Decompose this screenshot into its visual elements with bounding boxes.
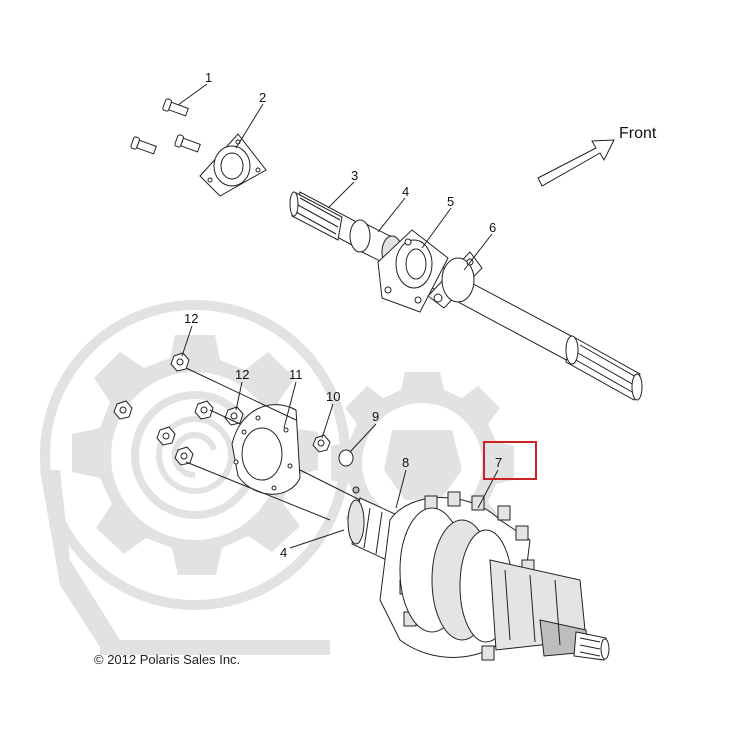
part-1-bolts — [130, 98, 201, 155]
front-arrow-icon — [537, 139, 615, 187]
part-7-secondary-clutch — [379, 491, 610, 661]
assembly-guide-lines — [185, 367, 361, 521]
callout-6[interactable]: 6 — [489, 220, 496, 235]
part-11-flange-plate — [231, 404, 301, 495]
callout-10[interactable]: 10 — [326, 389, 340, 404]
callout-7[interactable]: 7 — [495, 455, 502, 470]
part-2-flange-gasket — [199, 133, 267, 197]
callout-8[interactable]: 8 — [402, 455, 409, 470]
callout-12-lower[interactable]: 12 — [235, 367, 249, 382]
callout-5[interactable]: 5 — [447, 194, 454, 209]
copyright-notice: © 2012 Polaris Sales Inc. — [94, 652, 240, 667]
callout-4-lower[interactable]: 4 — [280, 545, 287, 560]
callout-leaders — [177, 83, 499, 549]
callout-7-highlight-box[interactable] — [483, 441, 537, 480]
part-12-nuts — [113, 352, 244, 466]
callout-4-upper[interactable]: 4 — [402, 184, 409, 199]
callout-3[interactable]: 3 — [351, 168, 358, 183]
watermark-large-gear — [40, 300, 350, 655]
part-5-bearing-flange — [377, 229, 449, 313]
callout-9[interactable]: 9 — [372, 409, 379, 424]
part-6-flange-gasket — [427, 251, 483, 309]
front-label: Front — [619, 125, 657, 142]
callout-1[interactable]: 1 — [205, 70, 212, 85]
callout-11[interactable]: 11 — [289, 367, 303, 382]
part-9-plug — [338, 449, 354, 467]
part-10-nut — [312, 434, 331, 453]
callout-labels: 1 2 3 4 5 6 12 12 11 10 9 8 7 4 — [184, 70, 502, 560]
callout-2[interactable]: 2 — [259, 90, 266, 105]
callout-12-upper[interactable]: 12 — [184, 311, 198, 326]
